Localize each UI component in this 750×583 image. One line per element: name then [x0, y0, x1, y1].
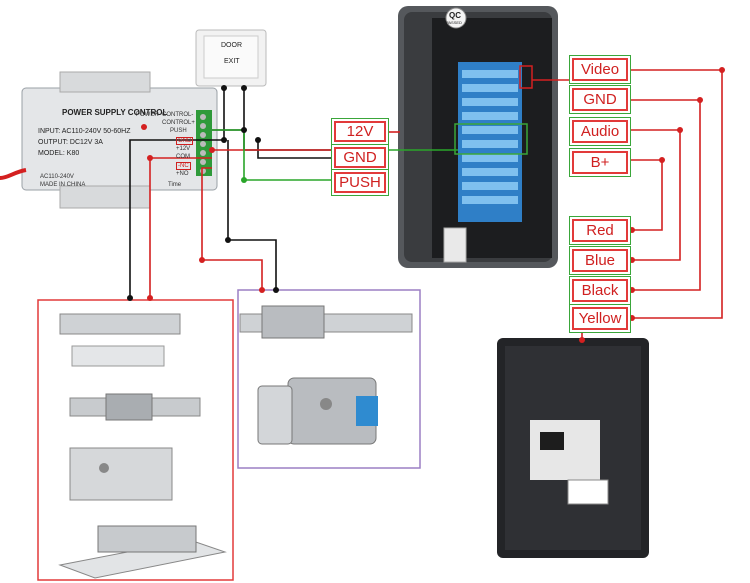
electric-rim-lock	[257, 377, 378, 445]
label-push: PUSH	[334, 172, 386, 193]
psu-output: OUTPUT: DC12V 3A	[38, 139, 103, 146]
indoor-monitor	[497, 338, 649, 558]
electric-lock-box	[237, 289, 421, 469]
psu-ac-label: AC110-240V	[40, 174, 74, 180]
exit-button-line2: EXIT	[224, 58, 240, 65]
outdoor-panel	[398, 6, 558, 268]
label-gnd-mid: GND	[334, 147, 386, 168]
psu-time-label: Time	[168, 182, 182, 188]
psu-terminal-label: -NC	[176, 162, 191, 170]
psu-terminal-label: +12V	[176, 146, 191, 152]
psu-title: POWER SUPPLY CONTROL	[62, 108, 168, 117]
strike-lock	[69, 393, 201, 421]
power-supply-unit	[21, 71, 218, 209]
exit-button-line1: DOOR	[221, 42, 242, 49]
lock-options-box	[37, 299, 234, 581]
mains-cord	[0, 168, 27, 180]
psu-model: MODEL: K80	[38, 150, 80, 157]
label-black: Black	[572, 279, 628, 302]
psu-terminal-label: +NO	[176, 171, 189, 177]
bolt-lock	[69, 447, 173, 501]
psu-terminal-label: CONTROL-	[162, 112, 194, 118]
label-12v: 12V	[334, 121, 386, 142]
power-led	[141, 124, 147, 130]
strike-plate-lock	[239, 305, 413, 339]
qc-sub-label: PASSED	[446, 20, 462, 25]
psu-power-label: POWER	[136, 112, 159, 118]
label-blue: Blue	[572, 249, 628, 272]
label-red: Red	[572, 219, 628, 242]
wire-junctions	[127, 67, 725, 343]
qc-label: QC	[449, 11, 461, 20]
exit-button-device	[195, 29, 267, 87]
psu-terminal-label: GND	[176, 137, 194, 145]
psu-terminal-label: CONTROL+	[162, 120, 195, 126]
psu-made-in: MADE IN CHINA	[40, 182, 86, 188]
label-b-plus: B+	[572, 151, 628, 174]
psu-input: INPUT: AC110-240V 50-60HZ	[38, 128, 131, 135]
psu-terminal-label: COM	[176, 154, 190, 160]
psu-terminal-block	[196, 110, 212, 176]
label-video: Video	[572, 58, 628, 81]
label-audio: Audio	[572, 120, 628, 143]
label-gnd-right: GND	[572, 88, 628, 111]
label-yellow: Yellow	[572, 307, 628, 330]
psu-terminal-label: PUSH	[170, 128, 187, 134]
drop-bolt-lock	[58, 525, 227, 579]
magnetic-lock	[59, 313, 181, 367]
